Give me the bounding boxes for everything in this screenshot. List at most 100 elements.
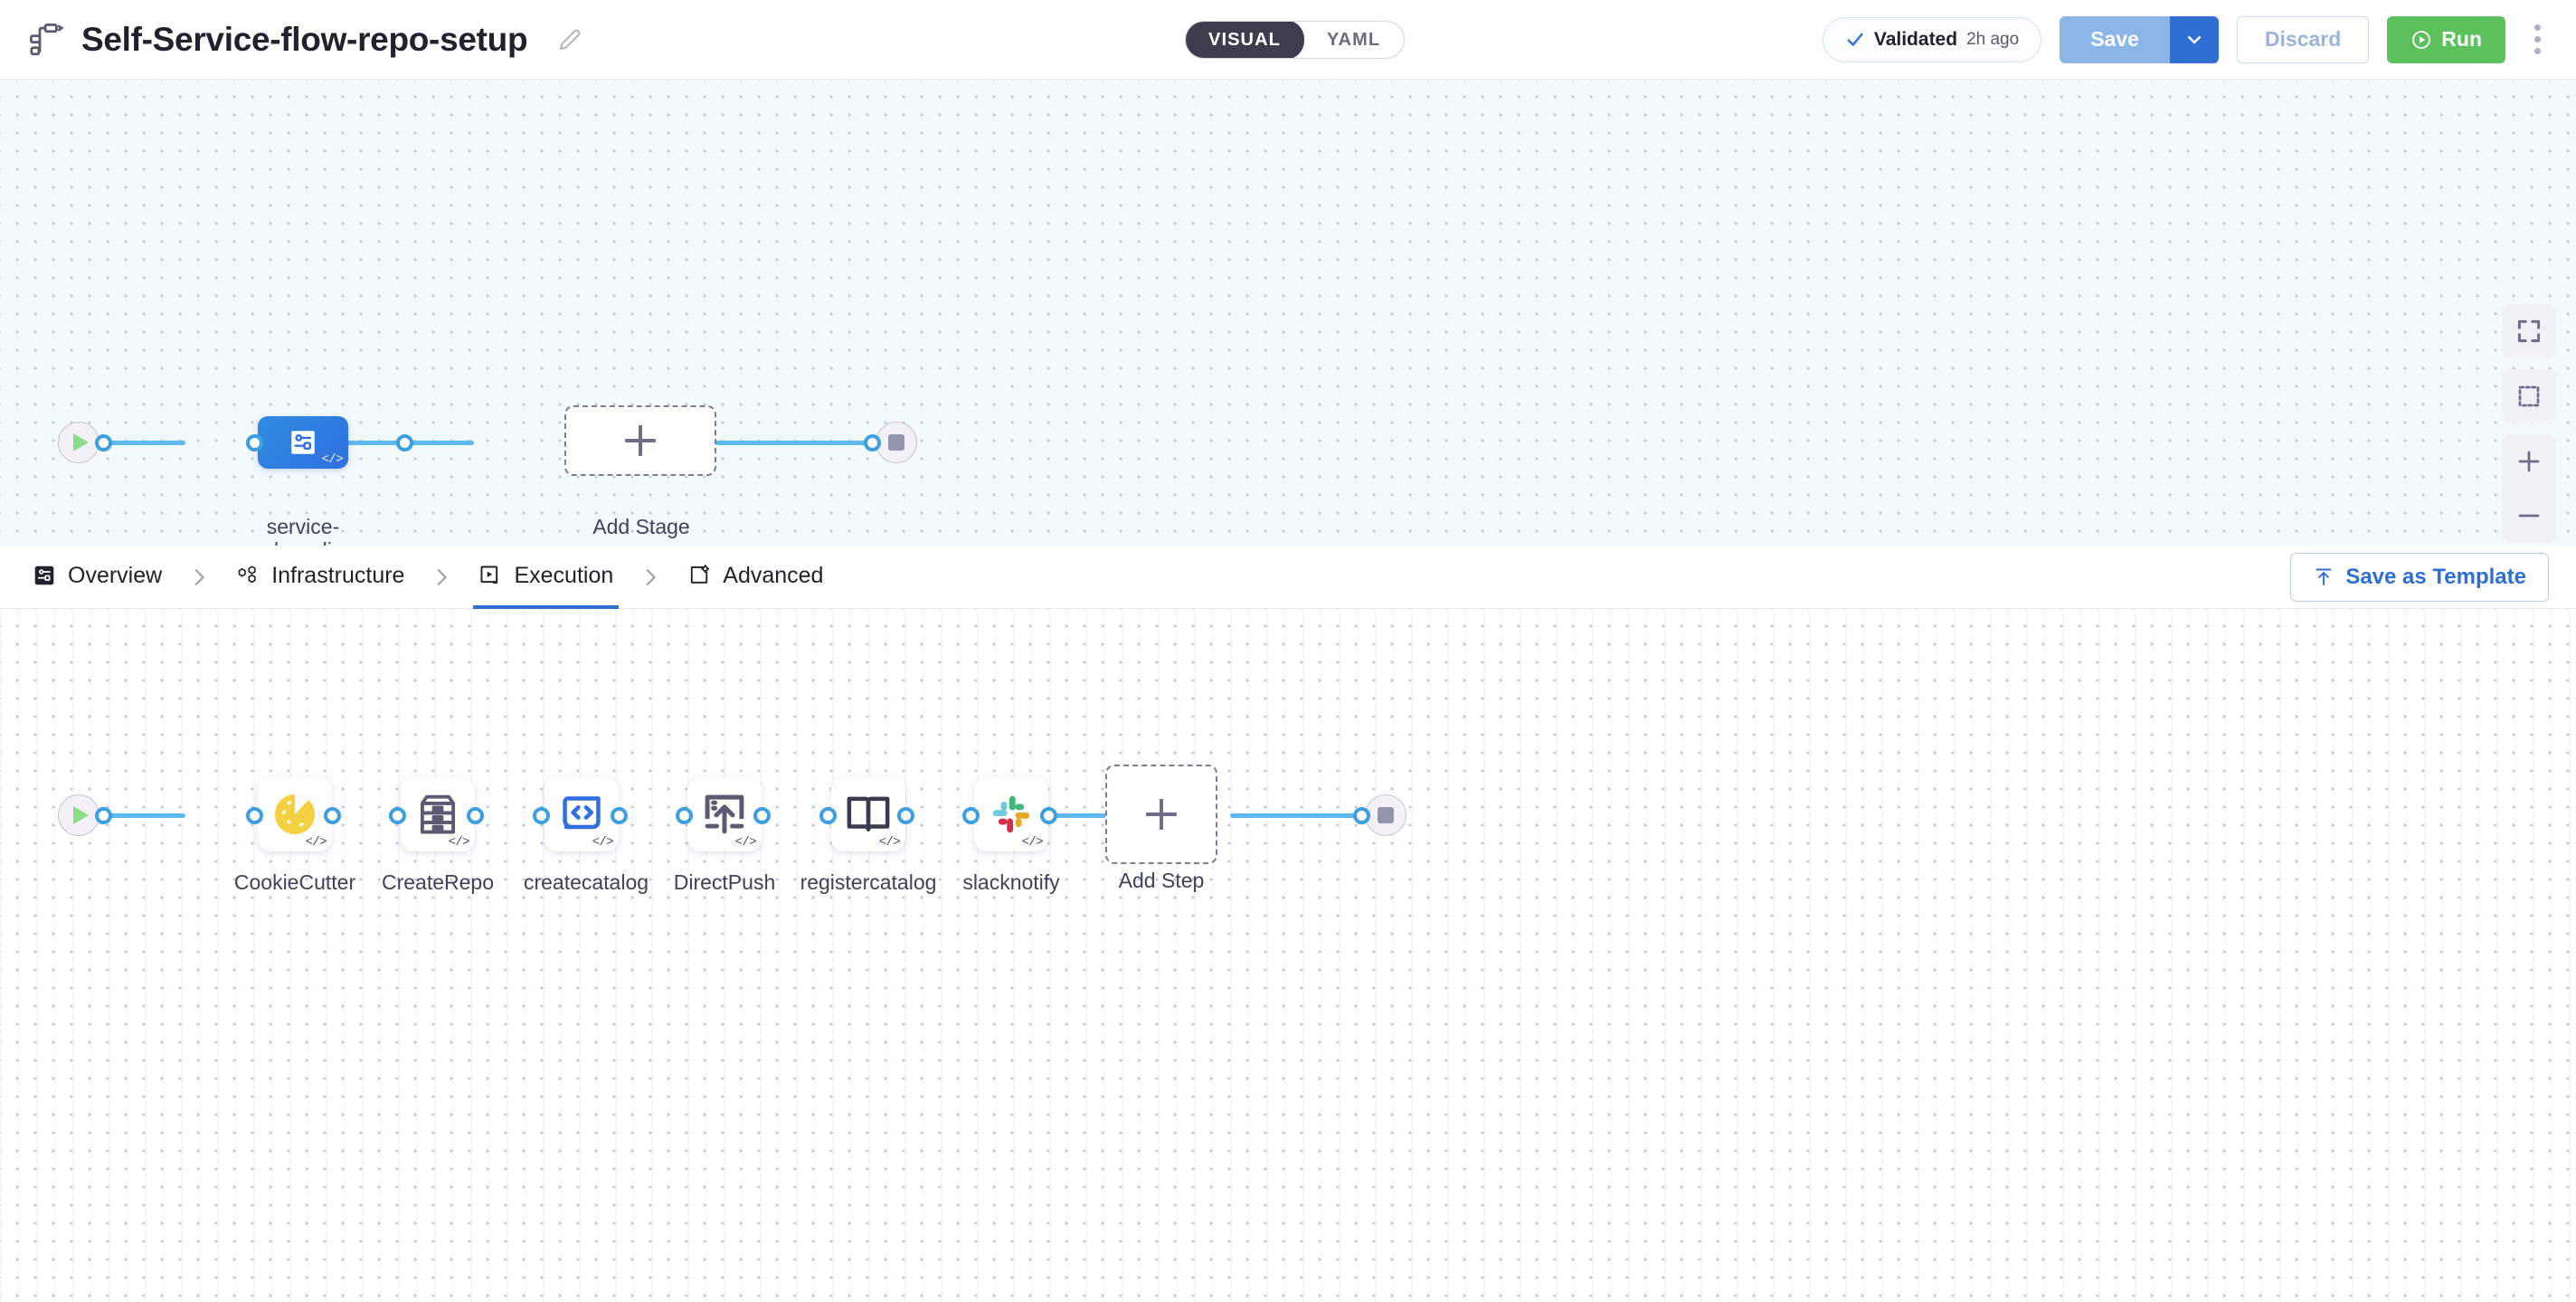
chevron-right-icon (431, 565, 451, 589)
code-badge: </> (1021, 835, 1044, 850)
step-node-directpush[interactable]: </> (687, 777, 762, 851)
canvas-controls (2502, 304, 2556, 543)
tab-infrastructure[interactable]: Infrastructure (231, 546, 410, 609)
execution-icon (478, 564, 502, 587)
tab-execution-label: Execution (514, 562, 614, 588)
run-button[interactable]: Run (2387, 15, 2505, 63)
connector-dot-stage-out[interactable] (396, 434, 413, 451)
connector-dot-step-out[interactable] (611, 807, 628, 824)
edit-pencil-icon[interactable] (544, 26, 583, 53)
step-node-registercatalog[interactable]: </> (831, 777, 905, 851)
selection-box-button[interactable] (2502, 369, 2556, 423)
step-node-label: slacknotify (962, 870, 1060, 894)
zoom-out-button[interactable] (2502, 489, 2556, 543)
save-button-group[interactable]: Save (2060, 15, 2219, 63)
connector-dot[interactable] (1353, 807, 1370, 824)
plus-icon (2515, 448, 2543, 475)
connector-dot-step-in[interactable] (246, 807, 263, 824)
mode-toggle[interactable]: VISUAL YAML (1185, 21, 1406, 59)
status-badge-validated: Validated 2h ago (1822, 16, 2042, 62)
save-dropdown-button[interactable] (2169, 15, 2219, 63)
infrastructure-icon (236, 564, 260, 587)
kebab-menu-icon[interactable] (2524, 16, 2551, 63)
stop-icon (1378, 807, 1394, 823)
connector-dot-step-in[interactable] (819, 807, 837, 824)
flow-end-node[interactable] (1365, 794, 1406, 836)
page-title: Self-Service-flow-repo-setup (81, 20, 528, 58)
save-button[interactable]: Save (2060, 15, 2170, 63)
connector-dot-step-in[interactable] (533, 807, 550, 824)
step-node-createcatalog[interactable]: </> (545, 777, 619, 851)
step-node-createrepo[interactable]: </> (401, 777, 475, 851)
header-right-group: Validated 2h ago Save Discard Run (1822, 15, 2551, 63)
add-step-button[interactable] (1105, 765, 1217, 864)
tab-advanced-label: Advanced (723, 562, 824, 588)
connector-dot[interactable] (95, 807, 112, 824)
minus-icon (2515, 502, 2543, 529)
connector-dot-step-in[interactable] (389, 807, 406, 824)
connector-dot-step-out[interactable] (897, 807, 914, 824)
step-node-label: CookieCutter (233, 870, 356, 894)
connector-line (1230, 813, 1375, 818)
step-node-label: registercatalog (800, 870, 937, 894)
connector-dot-step-in[interactable] (676, 807, 693, 824)
zoom-in-button[interactable] (2502, 434, 2556, 489)
plus-icon (625, 425, 656, 456)
stop-icon (888, 434, 904, 451)
code-badge: </> (448, 835, 470, 850)
slack-icon (987, 790, 1036, 839)
discard-button[interactable]: Discard (2236, 15, 2370, 63)
flow-start-node[interactable] (58, 422, 99, 463)
connector-dot-step-in[interactable] (962, 807, 980, 824)
plus-icon (1146, 799, 1177, 830)
connector-dot-step-out[interactable] (467, 807, 484, 824)
steps-canvas[interactable]: </> CookieCutter </> CreateRepo (0, 609, 2576, 1302)
chevron-right-icon (189, 565, 209, 589)
flow-end-node[interactable] (876, 422, 917, 463)
play-circle-icon (2410, 29, 2432, 51)
step-node-label: createcatalog (523, 870, 649, 894)
code-badge: </> (878, 835, 901, 850)
connector-dot-stage-in[interactable] (246, 434, 263, 451)
tab-execution[interactable]: Execution (473, 546, 620, 609)
connector-dot[interactable] (864, 434, 881, 451)
app-header: Self-Service-flow-repo-setup VISUAL YAML… (0, 0, 2576, 80)
code-badge: </> (305, 835, 327, 850)
stage-node-label: service- onboarding (251, 515, 355, 546)
header-left-group: Self-Service-flow-repo-setup (27, 21, 583, 59)
code-badge: </> (321, 452, 344, 467)
validated-label: Validated (1873, 28, 1958, 50)
connector-dot[interactable] (95, 434, 112, 451)
add-stage-button[interactable] (564, 405, 716, 476)
kebab-dot (2533, 24, 2541, 31)
drawers-icon (413, 790, 462, 839)
tab-overview[interactable]: Overview (27, 546, 167, 609)
save-as-template-button[interactable]: Save as Template (2290, 552, 2549, 602)
flow-start-node[interactable] (58, 794, 99, 836)
play-icon (73, 806, 89, 824)
stage-node-service-onboarding[interactable]: </> (258, 416, 348, 469)
code-screen-icon (557, 790, 606, 839)
open-book-icon (844, 790, 893, 839)
connector-dot-step-out[interactable] (324, 807, 341, 824)
step-node-slacknotify[interactable]: </> (974, 777, 1048, 851)
step-node-label: DirectPush (673, 870, 776, 894)
tab-overview-label: Overview (68, 562, 163, 588)
connector-dot-step-out[interactable] (753, 807, 771, 824)
dashed-square-icon (2515, 383, 2543, 410)
code-badge: </> (592, 835, 614, 850)
connector-dot-step-out[interactable] (1040, 807, 1057, 824)
overview-icon (33, 564, 56, 587)
tab-separator (167, 565, 231, 589)
add-stage-label: Add Stage (592, 515, 690, 538)
connector-line (396, 441, 474, 445)
connector-line (77, 441, 185, 445)
tab-advanced[interactable]: Advanced (682, 546, 829, 609)
mode-toggle-visual[interactable]: VISUAL (1186, 22, 1304, 58)
step-node-cookiecutter[interactable]: </> (258, 777, 332, 851)
upload-box-icon (700, 790, 749, 839)
mode-toggle-yaml[interactable]: YAML (1303, 22, 1404, 58)
stage-canvas[interactable]: </> service- onboarding Add Stage (0, 80, 2576, 546)
connector-line (77, 813, 185, 818)
fit-to-screen-button[interactable] (2502, 304, 2556, 358)
